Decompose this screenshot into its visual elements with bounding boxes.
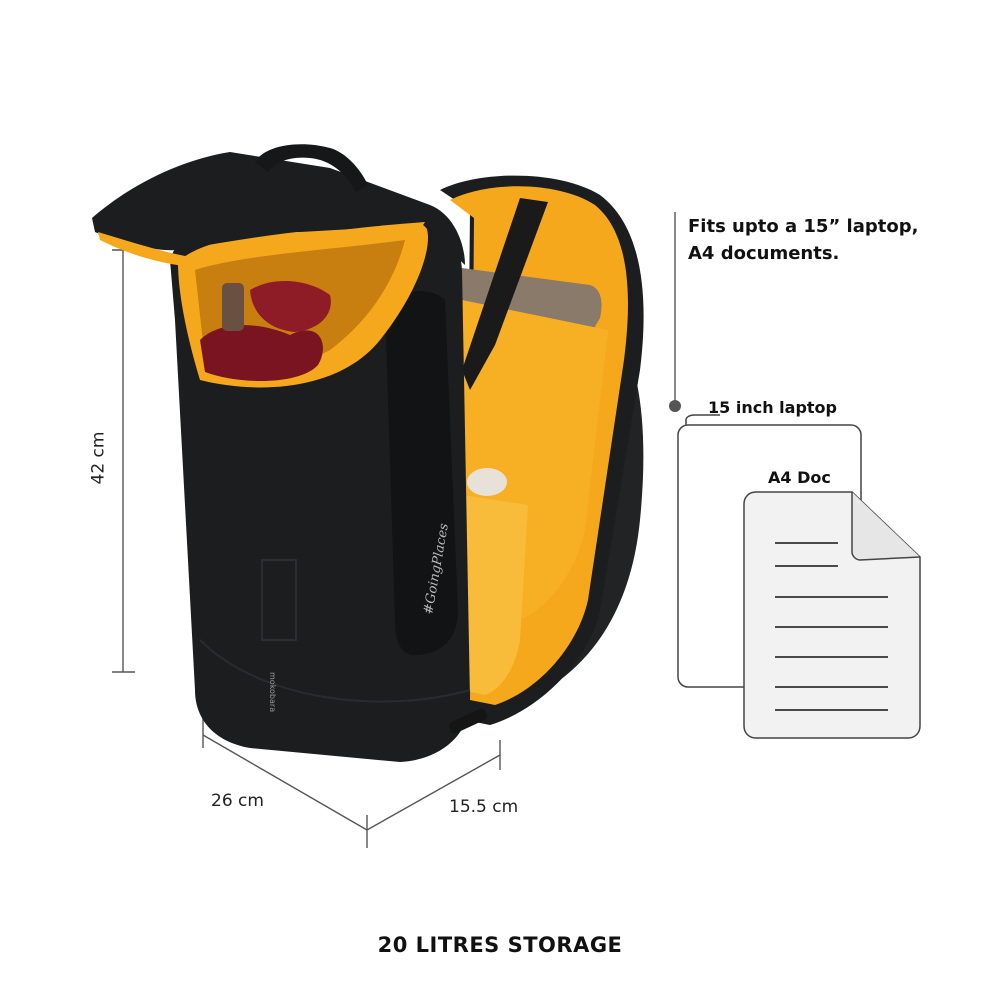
sweater (200, 325, 323, 382)
capacity-callout: Fits upto a 15” laptop, A4 documents. (688, 213, 918, 267)
cable-item (467, 468, 507, 496)
bottom-seam (199, 639, 471, 703)
capacity-callout-line2: A4 documents. (688, 243, 840, 264)
a4-document-icon (743, 491, 921, 739)
storage-caption: 20 LITRES STORAGE (377, 933, 623, 957)
inner-strap (462, 198, 548, 390)
top-handle (255, 144, 368, 192)
callout-dot (669, 400, 681, 412)
depth-dimension-line (366, 740, 501, 831)
front-pocket (385, 290, 458, 655)
bottle (222, 283, 244, 331)
height-label: 42 cm (88, 431, 109, 485)
width-dimension-line (202, 718, 368, 848)
zipper-pull (448, 708, 488, 734)
capacity-callout-line1: Fits upto a 15” laptop, (688, 216, 919, 237)
width-label: 26 cm (211, 791, 264, 811)
laptop-label: 15 inch laptop (708, 398, 837, 417)
lower-pocket (462, 495, 528, 695)
lid-flap (92, 152, 465, 265)
laptop-outline-edge (685, 414, 720, 425)
lid-lining (98, 222, 425, 266)
a4-folded-corner (851, 492, 921, 561)
patch (261, 559, 297, 641)
brand-mark: mokobara (268, 672, 277, 712)
a4-text-lines (775, 542, 888, 711)
a4-label: A4 Doc (768, 468, 831, 487)
depth-label: 15.5 cm (449, 797, 519, 817)
sweater-top (250, 280, 331, 332)
